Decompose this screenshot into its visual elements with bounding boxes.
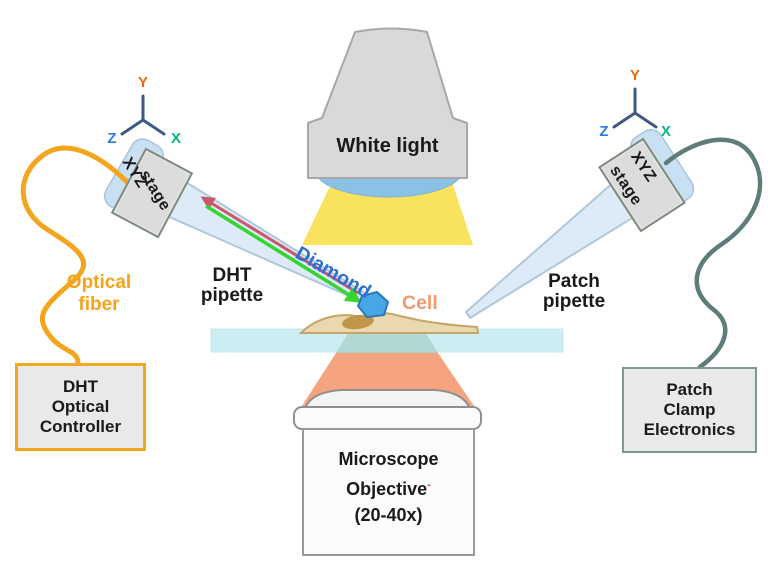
controller-label-line2: Optical [51,397,110,416]
optical-fiber-cable [20,145,134,366]
axis-z-label-left: Z [107,130,117,147]
axis-y-label-left: Y [137,74,148,91]
axis-z-label-right: Z [599,123,609,140]
dht-pipette-label-line2: pipette [200,285,264,306]
cell-body [298,312,480,334]
dht-pipette-label-line1: DHT [212,265,252,286]
diamond-shape [357,291,389,318]
dht-pipette-label: DHT pipette [184,266,280,306]
patch-clamp-electronics-box: Patch Clamp Electronics [622,367,757,453]
axes-right [612,87,658,129]
objective-label-line3: (20-40x) [354,505,423,525]
white-light-cone [302,182,473,245]
objective-label-line2: Objective- [346,479,431,499]
white-light-label: White light [336,135,439,157]
patch-pipette-label: Patch pipette [526,272,622,312]
axis-x-label-right: X [660,123,671,140]
axis-y-label-right: Y [629,67,640,84]
controller-label-line3: Controller [39,417,122,436]
axis-x-label-left: X [170,130,181,147]
beam-green-arrow [205,204,362,303]
patch-clamp-cable [663,137,763,370]
optical-fiber-label-line1: Optical [66,272,132,293]
objective-rim [293,406,482,430]
electronics-label-line2: Clamp [663,400,716,419]
patch-pipette-label-line1: Patch [548,271,600,292]
controller-label-line1: DHT [63,377,98,396]
objective-body [302,428,475,556]
optical-fiber-label-line2: fiber [78,294,120,315]
dht-optical-controller-box: DHT Optical Controller [15,363,146,451]
electronics-label-line1: Patch [666,380,713,399]
optical-fiber-label: Optical fiber [55,272,143,316]
microscope-objective-label: Microscope Objective- (20-40x) [310,446,467,528]
cell-label: Cell [402,292,438,314]
electronics-label-line3: Electronics [643,420,736,439]
beam-red-arrow [200,196,359,295]
lamp-housing [307,27,468,179]
objective-label-line1: Microscope [338,449,439,469]
cell-nucleus [342,314,374,330]
patch-pipette-label-line2: pipette [542,291,606,312]
axes-left [120,94,166,136]
objective-superscript-mark: - [427,479,431,491]
